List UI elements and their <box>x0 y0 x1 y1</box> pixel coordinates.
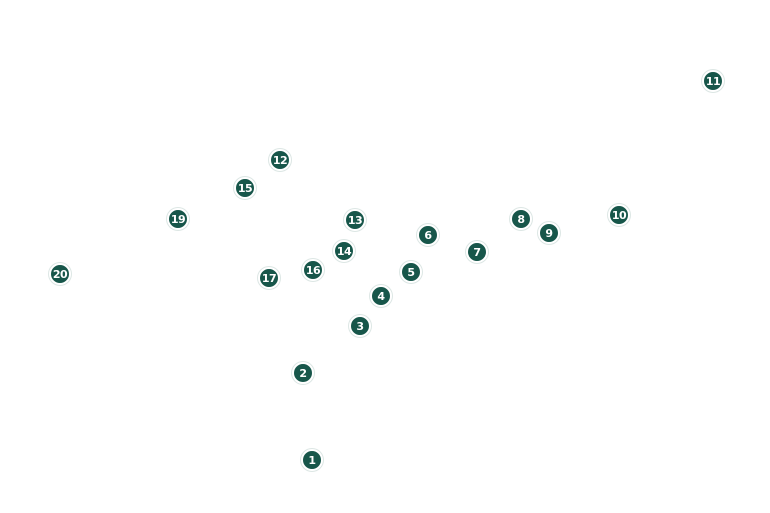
map-marker-15[interactable]: 15 <box>234 177 256 199</box>
map-marker-19[interactable]: 19 <box>167 208 189 230</box>
map-marker-13[interactable]: 13 <box>344 209 366 231</box>
marker-label: 1 <box>308 453 316 467</box>
marker-label: 7 <box>473 245 481 259</box>
marker-label: 17 <box>261 271 277 285</box>
map-marker-6[interactable]: 6 <box>417 224 439 246</box>
marker-label: 3 <box>356 319 364 333</box>
map-marker-17[interactable]: 17 <box>258 267 280 289</box>
marker-label: 12 <box>272 153 288 167</box>
map-marker-8[interactable]: 8 <box>510 208 532 230</box>
marker-label: 20 <box>52 267 68 281</box>
marker-label: 15 <box>237 181 253 195</box>
marker-label: 11 <box>705 74 721 88</box>
map-marker-5[interactable]: 5 <box>400 261 422 283</box>
map-marker-10[interactable]: 10 <box>608 204 630 226</box>
map-marker-20[interactable]: 20 <box>49 263 71 285</box>
map-marker-1[interactable]: 1 <box>301 449 323 471</box>
marker-label: 4 <box>377 289 385 303</box>
map-marker-2[interactable]: 2 <box>292 362 314 384</box>
map-marker-4[interactable]: 4 <box>370 285 392 307</box>
marker-label: 8 <box>517 212 525 226</box>
marker-label: 6 <box>424 228 432 242</box>
marker-label: 10 <box>611 208 627 222</box>
map-marker-3[interactable]: 3 <box>349 315 371 337</box>
map-marker-7[interactable]: 7 <box>466 241 488 263</box>
marker-label: 19 <box>170 212 186 226</box>
map-marker-14[interactable]: 14 <box>333 240 355 262</box>
marker-label: 16 <box>305 263 321 277</box>
map-marker-9[interactable]: 9 <box>538 222 560 244</box>
marker-label: 13 <box>347 213 363 227</box>
marker-label: 5 <box>407 265 415 279</box>
map-marker-12[interactable]: 12 <box>269 149 291 171</box>
marker-label: 9 <box>545 226 553 240</box>
map-marker-11[interactable]: 11 <box>702 70 724 92</box>
map-marker-16[interactable]: 16 <box>302 259 324 281</box>
marker-label: 14 <box>336 244 352 258</box>
marker-label: 2 <box>299 366 307 380</box>
